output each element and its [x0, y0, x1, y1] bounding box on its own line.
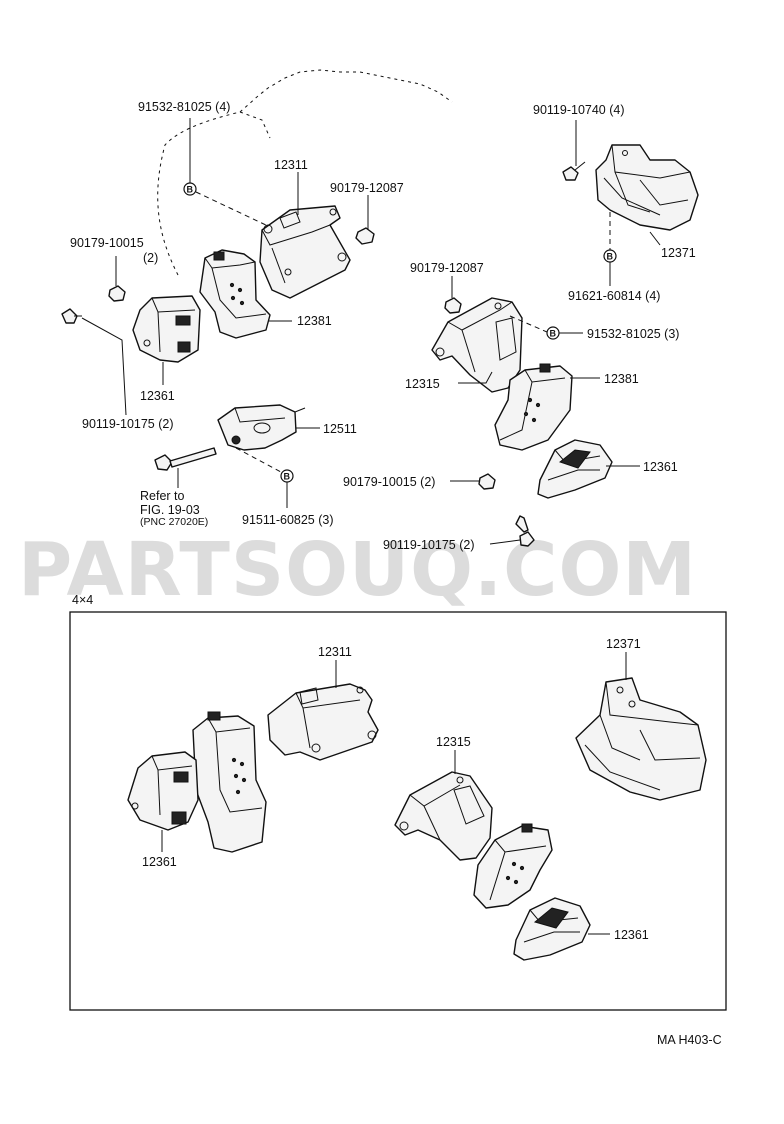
- inset-bracket-12311[interactable]: [267, 683, 379, 761]
- label-12381-right: 12381: [604, 372, 639, 386]
- dash-91511: [235, 447, 282, 473]
- variant-label: 4×4: [72, 593, 93, 607]
- watermark: PARTSOUQ.COM: [18, 527, 697, 613]
- label-90179-10015-left: 90179-10015: [70, 236, 144, 250]
- leader-90119-10175-left: [81, 317, 127, 416]
- svg-text:B: B: [284, 472, 291, 482]
- engine-outline: [157, 69, 453, 276]
- bracket-12315[interactable]: [431, 297, 523, 393]
- label-refer-line2: FIG. 19-03: [140, 503, 200, 517]
- label-12511: 12511: [323, 422, 357, 436]
- inset-mount-12361-left[interactable]: [127, 751, 199, 831]
- label-12311-top: 12311: [274, 158, 308, 172]
- label-12361-left: 12361: [140, 389, 175, 403]
- marker-b-91532-right: B: [546, 326, 560, 340]
- label-91532-top: 91532-81025 (4): [138, 100, 230, 114]
- label-refer-line3: (PNC 27020E): [140, 516, 208, 528]
- label-90179-10015-right: 90179-10015 (2): [343, 475, 435, 489]
- engine-outline-notch: [239, 111, 271, 139]
- label-90119-10175-right: 90119-10175 (2): [383, 538, 475, 552]
- label-90179-12087-top: 90179-12087: [330, 181, 404, 195]
- bracket-12511[interactable]: [217, 404, 306, 451]
- inset-insulator[interactable]: [192, 711, 267, 853]
- dash-91532-top: [195, 191, 269, 227]
- figure-code: MA H403-C: [657, 1033, 722, 1047]
- nut-90179-12087-top-icon[interactable]: [355, 227, 375, 245]
- svg-text:B: B: [550, 329, 557, 339]
- label-91511: 91511-60825 (3): [242, 513, 334, 527]
- label-90179-12087-right: 90179-12087: [410, 261, 484, 275]
- marker-b-91532-top: B: [183, 182, 197, 196]
- nut-90179-12087-right-icon[interactable]: [444, 297, 462, 314]
- bracket-12371[interactable]: [595, 144, 699, 231]
- label-90179-10015-left-qty: (2): [143, 251, 158, 265]
- inset-mount-12361-right[interactable]: [513, 897, 591, 961]
- label-12381-left: 12381: [297, 314, 332, 328]
- dash-91532-right: [509, 315, 548, 333]
- inset-insulator-right[interactable]: [473, 823, 553, 909]
- leader-12315-top: [458, 371, 493, 384]
- inset-label-12361-right: 12361: [614, 928, 649, 942]
- svg-text:B: B: [607, 252, 614, 262]
- label-90119-10740: 90119-10740 (4): [533, 103, 625, 117]
- nut-90179-10015-right-icon[interactable]: [478, 473, 496, 490]
- nut-90179-10015-left-icon[interactable]: [108, 285, 126, 302]
- label-91532-right: 91532-81025 (3): [587, 327, 679, 341]
- marker-b-91621: B: [603, 249, 617, 263]
- insulator-12381-left[interactable]: [199, 249, 271, 339]
- inset-bracket-12315[interactable]: [394, 771, 493, 861]
- inset-label-12371: 12371: [606, 637, 641, 651]
- inset-frame: [69, 611, 727, 1011]
- inset-label-12361-left: 12361: [142, 855, 177, 869]
- label-91621: 91621-60814 (4): [568, 289, 660, 303]
- mount-12361-right[interactable]: [537, 439, 613, 499]
- label-12315-top: 12315: [405, 377, 440, 391]
- label-90119-10175-left: 90119-10175 (2): [82, 417, 174, 431]
- label-12361-right: 12361: [643, 460, 678, 474]
- bolt-90119-10175-right-icon[interactable]: [515, 515, 535, 547]
- insulator-12381-right[interactable]: [494, 363, 573, 451]
- inset-bracket-12371[interactable]: [575, 677, 707, 801]
- bracket-12311[interactable]: [259, 205, 351, 299]
- inset-label-12311: 12311: [318, 645, 352, 659]
- inset-label-12315: 12315: [436, 735, 471, 749]
- svg-text:B: B: [187, 185, 194, 195]
- label-12371-top: 12371: [661, 246, 696, 260]
- label-refer-line1: Refer to: [140, 489, 185, 503]
- bolt-90119-10740-icon[interactable]: [562, 161, 586, 181]
- bolt-90119-10175-left-icon[interactable]: [61, 308, 82, 324]
- marker-b-91511: B: [280, 469, 294, 483]
- leader-90119-10175-right: [489, 539, 521, 545]
- long-bolt-icon[interactable]: [154, 447, 217, 471]
- mount-12361-left[interactable]: [132, 295, 201, 363]
- leader-12371-top: [649, 231, 661, 246]
